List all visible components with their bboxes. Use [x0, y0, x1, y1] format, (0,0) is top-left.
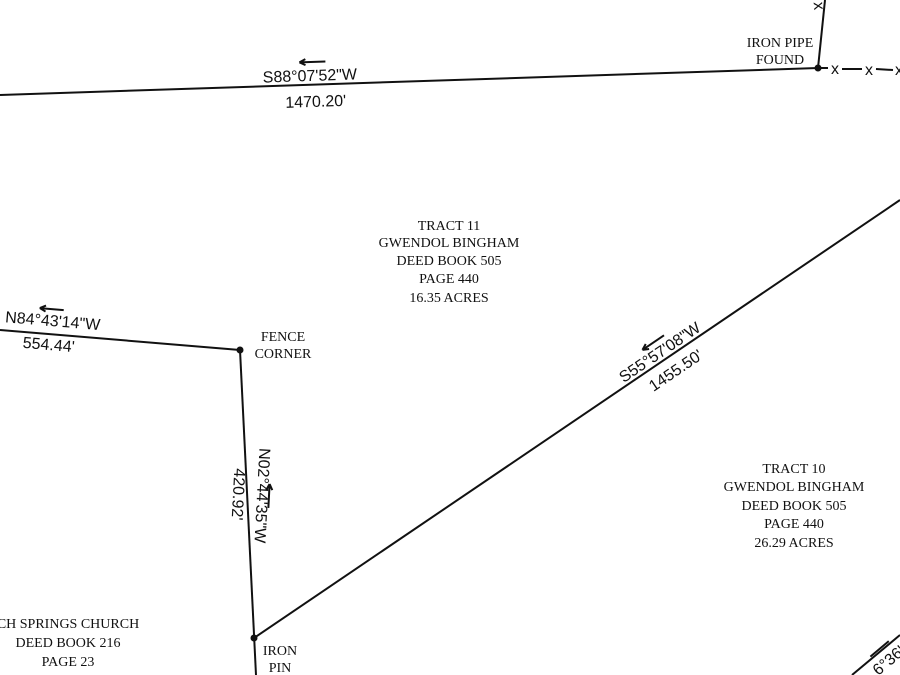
boundary-line-bottom-right [851, 634, 900, 675]
direction-arrow-icon [39, 304, 64, 313]
iron-pipe-marker [814, 64, 822, 72]
boundary-line-northwest [0, 329, 241, 351]
direction-arrow-icon [869, 640, 890, 658]
svg-text:26.29 ACRES: 26.29 ACRES [754, 536, 833, 551]
svg-text:DEED BOOK 216: DEED BOOK 216 [16, 636, 121, 651]
iron-pipe-label-2: FOUND [756, 53, 804, 68]
fence-x-mark: x [895, 62, 900, 79]
top-distance: 1470.20' [285, 93, 346, 112]
fence-x-mark: x [831, 61, 839, 78]
direction-arrow-icon [641, 334, 665, 351]
church-tract-label: CH SPRINGS CHURCH DEED BOOK 216 PAGE 23 [0, 617, 139, 670]
tract-11-label: TRACT 11 GWENDOL BINGHAM DEED BOOK 505 P… [379, 219, 520, 306]
svg-text:DEED BOOK 505: DEED BOOK 505 [742, 499, 847, 514]
iron-pin-marker [250, 634, 258, 642]
vertical-bearing: N02°44'35"W [250, 448, 272, 545]
boundary-line-north [817, 0, 826, 69]
tract-10-label: TRACT 10 GWENDOL BINGHAM DEED BOOK 505 P… [724, 462, 865, 551]
svg-text:GWENDOL BINGHAM: GWENDOL BINGHAM [379, 236, 520, 251]
northwest-bearing: N84°43'14"W [5, 309, 102, 334]
svg-text:TRACT 11: TRACT 11 [418, 219, 481, 234]
vertical-distance: 420.92' [228, 468, 248, 521]
top-bearing: S88°07'52"W [262, 66, 358, 86]
fence-corner-marker [236, 346, 244, 354]
svg-text:GWENDOL BINGHAM: GWENDOL BINGHAM [724, 480, 865, 495]
fence-corner-label-1: FENCE [261, 330, 305, 345]
svg-text:PAGE 440: PAGE 440 [764, 517, 824, 532]
svg-text:PAGE 440: PAGE 440 [419, 272, 479, 287]
svg-text:PAGE 23: PAGE 23 [42, 655, 95, 670]
iron-pipe-label-1: IRON PIPE [747, 36, 814, 51]
boundary-line-vertical [239, 349, 257, 675]
fence-x-mark: x [810, 1, 828, 10]
fence-x-mark: x [865, 62, 873, 79]
northwest-distance: 554.44' [22, 335, 75, 356]
direction-arrow-icon [298, 58, 326, 67]
iron-pin-label-2: PIN [269, 661, 292, 675]
svg-text:16.35 ACRES: 16.35 ACRES [409, 291, 488, 306]
boundary-line-top [0, 67, 819, 96]
direction-arrow-icon [265, 483, 274, 509]
boundary-line-diagonal [253, 199, 900, 639]
svg-text:TRACT 10: TRACT 10 [762, 462, 825, 477]
fence-corner-label-2: CORNER [255, 347, 312, 362]
iron-pin-label-1: IRON [263, 644, 297, 659]
svg-text:CH SPRINGS CHURCH: CH SPRINGS CHURCH [0, 617, 139, 632]
svg-text:DEED BOOK 505: DEED BOOK 505 [397, 254, 502, 269]
